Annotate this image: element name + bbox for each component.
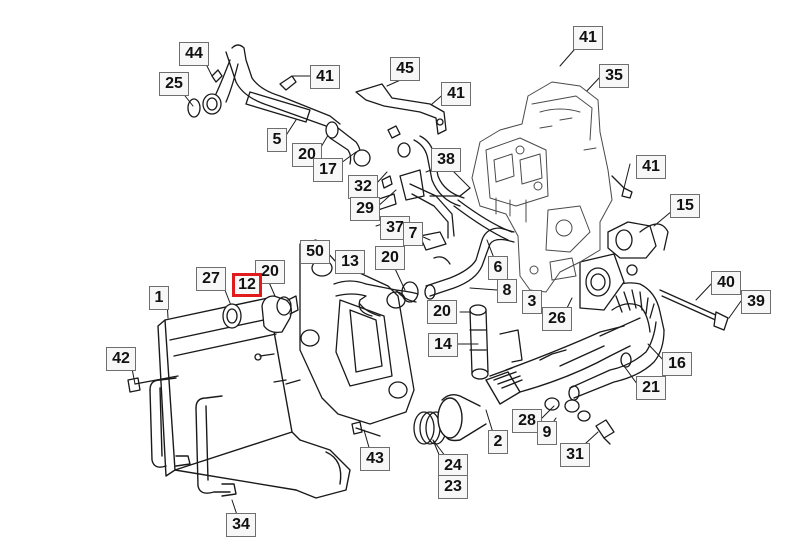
callout-26[interactable]: 26	[542, 307, 572, 331]
callout-44[interactable]: 44	[179, 42, 209, 66]
seal-27	[222, 303, 242, 329]
pipe-8	[424, 227, 515, 300]
callout-50[interactable]: 50	[300, 240, 330, 264]
callout-21[interactable]: 21	[636, 376, 666, 400]
bolt-43	[351, 421, 381, 437]
support-bracket	[499, 329, 523, 363]
bolt-42	[127, 375, 179, 393]
callout-34[interactable]: 34	[226, 513, 256, 537]
callout-38[interactable]: 38	[431, 148, 461, 172]
hose-14	[469, 304, 489, 380]
adapter-12	[261, 295, 299, 334]
plug-31	[595, 419, 615, 445]
callout-24[interactable]: 24	[438, 454, 468, 478]
pipe-5	[187, 44, 341, 133]
callout-16[interactable]: 16	[662, 352, 692, 376]
egr-tube-2	[437, 325, 631, 442]
callout-12-selected[interactable]: 12	[232, 273, 262, 297]
callout-43[interactable]: 43	[360, 447, 390, 471]
return-pipe-16	[568, 321, 665, 401]
callout-23[interactable]: 23	[438, 475, 468, 499]
callout-31[interactable]: 31	[560, 443, 590, 467]
callout-39[interactable]: 39	[741, 290, 771, 314]
small-screws	[254, 353, 301, 385]
callout-20-c[interactable]: 20	[255, 260, 285, 284]
callout-3[interactable]: 3	[522, 290, 542, 314]
gasket-plate	[299, 239, 415, 425]
washers	[544, 397, 591, 422]
callout-1[interactable]: 1	[149, 286, 169, 310]
callout-41-c[interactable]: 41	[573, 26, 603, 50]
callout-20-b[interactable]: 20	[375, 246, 405, 270]
engine-housing	[471, 81, 613, 293]
callout-20-a[interactable]: 20	[292, 143, 322, 167]
egr-valve	[579, 221, 669, 311]
hose-17	[325, 121, 371, 167]
callout-29[interactable]: 29	[350, 197, 380, 221]
long-bolt-40	[659, 289, 729, 331]
callout-13[interactable]: 13	[335, 250, 365, 274]
callout-35[interactable]: 35	[599, 64, 629, 88]
bolt-41-right	[611, 175, 633, 199]
callout-8[interactable]: 8	[497, 279, 517, 303]
callout-20-d[interactable]: 20	[427, 300, 457, 324]
callout-7[interactable]: 7	[403, 222, 423, 246]
callout-14[interactable]: 14	[428, 333, 458, 357]
callout-25[interactable]: 25	[159, 72, 189, 96]
callout-32[interactable]: 32	[348, 175, 378, 199]
callout-40[interactable]: 40	[711, 271, 741, 295]
callout-45[interactable]: 45	[390, 57, 420, 81]
callout-41-a[interactable]: 41	[310, 65, 340, 89]
callout-6[interactable]: 6	[488, 256, 508, 280]
callout-41-d[interactable]: 41	[636, 155, 666, 179]
callout-17[interactable]: 17	[313, 158, 343, 182]
pipe-assembly-38	[375, 125, 513, 251]
callout-9[interactable]: 9	[537, 421, 557, 445]
callout-41-b[interactable]: 41	[441, 82, 471, 106]
bracket-45	[355, 83, 447, 135]
callout-37[interactable]: 37	[380, 216, 410, 240]
callout-15[interactable]: 15	[670, 194, 700, 218]
hose-13	[333, 280, 419, 317]
callout-5[interactable]: 5	[267, 128, 287, 152]
callout-42[interactable]: 42	[106, 347, 136, 371]
callout-2[interactable]: 2	[488, 430, 508, 454]
callout-27[interactable]: 27	[196, 267, 226, 291]
